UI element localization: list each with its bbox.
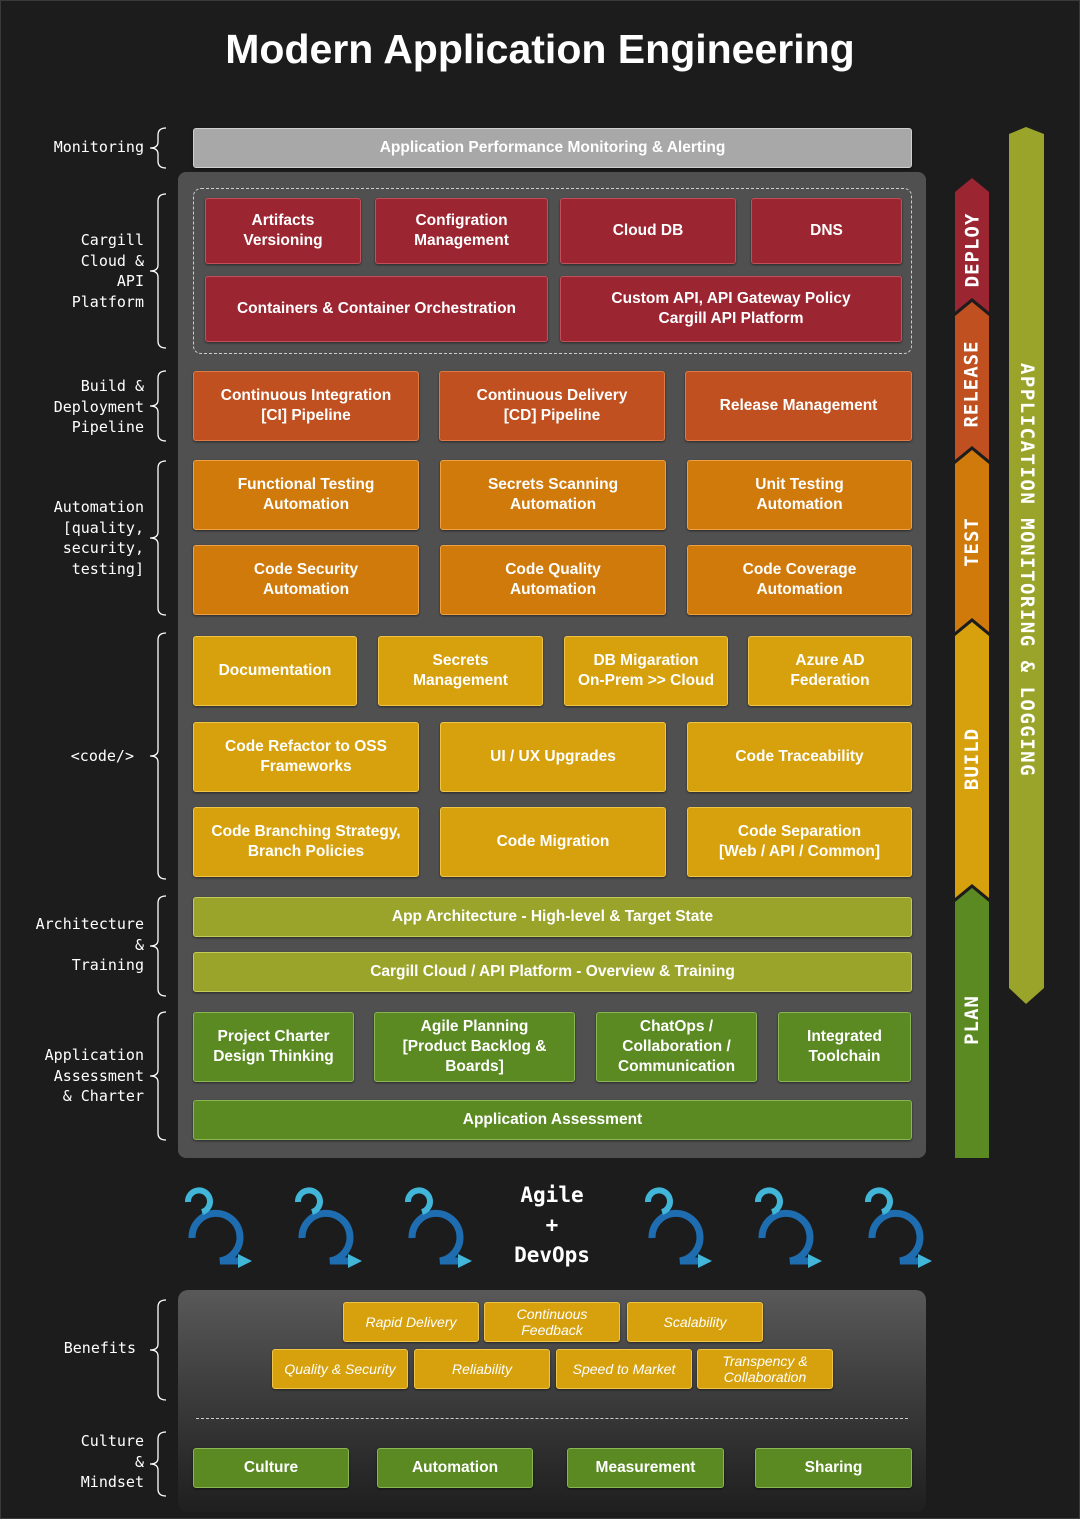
stage-chevrons — [955, 178, 989, 1158]
stage-build: BUILD — [961, 727, 984, 791]
brace-icon — [149, 460, 167, 616]
cycle-arrow-icon — [405, 1187, 472, 1268]
benefit-scalability: Scalability — [627, 1302, 763, 1342]
app-assessment-box: Application Assessment — [193, 1100, 912, 1140]
benefit-continuous-feedback: Continuous Feedback — [484, 1302, 620, 1342]
stage-plan: PLAN — [961, 995, 984, 1045]
code-refactor-box: Code Refactor to OSS Frameworks — [193, 722, 419, 792]
code-traceability-box: Code Traceability — [687, 722, 912, 792]
page-title: Modern Application Engineering — [225, 26, 855, 72]
brace-icon — [149, 1011, 167, 1141]
benefit-speed-to-market: Speed to Market — [556, 1349, 692, 1389]
functional-testing-box: Functional Testing Automation — [193, 460, 419, 530]
clouddb-box: Cloud DB — [560, 198, 736, 264]
stage-release: RELEASE — [961, 340, 984, 428]
benefits-divider — [196, 1418, 908, 1419]
label-code: <code/> — [70, 747, 134, 765]
monitoring-banner-arrow — [1009, 127, 1044, 1004]
code-quality-box: Code Quality Automation — [440, 545, 666, 615]
toolchain-box: Integrated Toolchain — [778, 1012, 911, 1082]
cloud-platform-group — [193, 188, 912, 354]
code-separation-box: Code Separation [Web / API / Common] — [687, 807, 912, 877]
code-security-box: Code Security Automation — [193, 545, 419, 615]
containers-box: Containers & Container Orchestration — [205, 276, 548, 342]
app-architecture-box: App Architecture - High-level & Target S… — [193, 897, 912, 937]
benefit-quality-security: Quality & Security — [272, 1349, 408, 1389]
code-migration-box: Code Migration — [440, 807, 666, 877]
label-assessment: Application Assessment & Charter — [44, 1046, 144, 1105]
label-monitoring: Monitoring — [53, 138, 144, 156]
cycle-arrow-icon — [645, 1187, 712, 1268]
secrets-management-box: Secrets Management — [378, 636, 543, 706]
measurement-box: Measurement — [567, 1448, 724, 1488]
benefit-reliability: Reliability — [414, 1349, 550, 1389]
code-branching-box: Code Branching Strategy, Branch Policies — [193, 807, 419, 877]
custom-api-box: Custom API, API Gateway Policy Cargill A… — [560, 276, 902, 342]
automation-culture-box: Automation — [377, 1448, 533, 1488]
cycle-arrow-icon — [295, 1187, 362, 1268]
label-build-deploy: Build & Deployment Pipeline — [53, 377, 144, 436]
label-culture: Culture & Mindset — [80, 1432, 144, 1491]
label-benefits: Benefits — [63, 1339, 136, 1357]
brace-icon — [149, 632, 167, 880]
chatops-box: ChatOps / Collaboration / Communication — [596, 1012, 757, 1082]
cycle-arrow-icon — [185, 1187, 252, 1268]
artifacts-box: Artifacts Versioning — [205, 198, 361, 264]
label-cloud-api: Cargill Cloud & API Platform — [71, 231, 144, 311]
documentation-box: Documentation — [193, 636, 357, 706]
cycle-arrow-icon — [865, 1187, 932, 1268]
uiux-box: UI / UX Upgrades — [440, 722, 666, 792]
stage-test: TEST — [961, 517, 984, 567]
brace-icon — [149, 127, 167, 169]
agile-devops-label: Agile + DevOps — [514, 1183, 590, 1267]
brace-icon — [149, 1299, 167, 1401]
sharing-box: Sharing — [755, 1448, 912, 1488]
release-box: Release Management — [685, 371, 912, 441]
benefit-transparency: Transpency & Collaboration — [697, 1349, 833, 1389]
db-migration-box: DB Migaration On-Prem >> Cloud — [564, 636, 728, 706]
config-box: Configration Management — [375, 198, 548, 264]
ci-box: Continuous Integration [CI] Pipeline — [193, 371, 419, 441]
unit-testing-box: Unit Testing Automation — [687, 460, 912, 530]
brace-icon — [149, 1431, 167, 1497]
brace-icon — [149, 895, 167, 997]
agile-planning-box: Agile Planning [Product Backlog & Boards… — [374, 1012, 575, 1082]
benefit-rapid-delivery: Rapid Delivery — [343, 1302, 479, 1342]
vertical-banner-label: APPLICATION MONITORING & LOGGING — [1016, 362, 1039, 778]
secrets-scanning-box: Secrets Scanning Automation — [440, 460, 666, 530]
cd-box: Continuous Delivery [CD] Pipeline — [439, 371, 665, 441]
culture-box: Culture — [193, 1448, 349, 1488]
stage-deploy: DEPLOY — [961, 212, 984, 288]
label-automation: Automation [quality, security, testing] — [53, 498, 144, 578]
dns-box: DNS — [751, 198, 902, 264]
brace-icon — [149, 370, 167, 442]
azure-ad-box: Azure AD Federation — [748, 636, 912, 706]
apm-box: Application Performance Monitoring & Ale… — [193, 128, 912, 168]
cycle-arrow-icon — [755, 1187, 822, 1268]
brace-icon — [149, 193, 167, 349]
label-architecture: Architecture & Training — [35, 915, 144, 974]
code-coverage-box: Code Coverage Automation — [687, 545, 912, 615]
cloud-training-box: Cargill Cloud / API Platform - Overview … — [193, 952, 912, 992]
project-charter-box: Project Charter Design Thinking — [193, 1012, 354, 1082]
